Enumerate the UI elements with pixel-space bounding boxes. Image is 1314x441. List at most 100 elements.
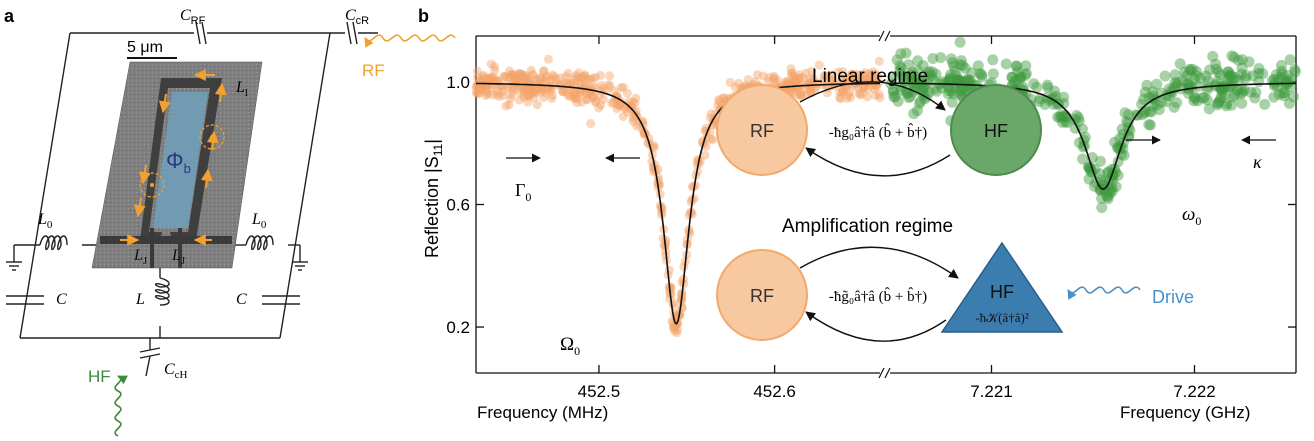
data-point [519,92,529,102]
data-point [539,93,549,103]
data-point [713,101,723,111]
data-point [520,74,530,84]
data-point [613,100,622,110]
data-point [517,70,526,80]
data-point [1116,123,1128,135]
data-point [689,194,699,204]
data-point [1104,184,1116,196]
data-point [786,64,796,74]
data-point [528,87,538,97]
data-point [527,83,537,93]
data-point [1202,75,1214,87]
data-point [887,84,899,96]
data-point [535,73,545,83]
data-point [558,86,568,96]
data-point [508,70,518,80]
data-point [486,59,496,69]
data-point [626,101,636,111]
data-point [615,100,625,110]
data-point [869,84,879,94]
data-point [1227,91,1239,103]
label-C-cR: CcR [345,7,369,27]
data-point [1117,128,1129,140]
data-point [1031,81,1043,93]
data-point [1283,98,1295,109]
data-point [558,87,568,97]
data-point [719,93,729,103]
data-point [1102,191,1114,203]
data-point [1144,106,1155,118]
data-point [1060,111,1072,123]
data-point [661,236,671,245]
data-point [1216,87,1228,99]
data-point [1238,84,1250,96]
data-point [1115,148,1127,160]
data-point [807,66,816,76]
data-point [1184,65,1196,77]
inductor-L0-right [245,235,274,251]
data-point [899,76,911,88]
data-point [1083,173,1095,185]
data-point [948,88,959,100]
data-point [952,74,964,86]
data-point [1187,63,1198,75]
data-point [1200,70,1212,82]
kerr-term: -ħ𝒦(â†â)² [975,310,1029,325]
data-point [846,93,856,103]
data-point [558,87,568,97]
data-point [1171,97,1183,109]
data-point [781,77,791,87]
data-point [1186,81,1198,93]
data-point [539,66,548,76]
data-point [808,73,818,83]
data-point [529,87,539,97]
data-point [474,88,484,98]
data-point [1119,107,1131,119]
circuit-wires [6,21,378,377]
data-point [686,197,696,207]
data-point [525,83,535,93]
data-point [514,72,524,82]
data-point [618,112,628,122]
data-point [508,70,518,80]
data-point [752,70,762,80]
data-point [809,79,819,89]
x-axis-label-right: Frequency (GHz) [1120,403,1250,422]
data-point [500,71,510,81]
data-point [482,74,492,84]
data-point [514,95,524,105]
data-point [1226,70,1238,82]
data-point [926,66,938,78]
data-point [858,83,868,93]
data-point [948,60,960,72]
data-point [810,85,820,95]
data-point [554,80,564,90]
data-point [706,109,716,119]
data-point [1160,96,1172,108]
data-point [691,180,701,190]
data-point [892,95,904,107]
data-point [922,67,934,79]
data-point [764,76,773,86]
data-point [974,68,986,79]
data-point [668,322,678,332]
data-point [1062,117,1073,128]
data-point [486,73,496,83]
data-point [715,96,724,106]
data-point [1054,111,1066,123]
label-C-RF: CRF [180,7,206,27]
data-point [961,73,973,85]
data-point [567,78,577,88]
inductor-L [154,277,170,306]
data-point [1280,79,1291,90]
data-point [1257,68,1269,80]
data-point [1249,92,1261,104]
data-point [949,65,961,77]
data-point [575,79,585,88]
data-point [654,179,664,189]
data-point [614,99,624,109]
data-point [1033,96,1045,107]
data-point [769,71,779,81]
data-point [952,74,964,86]
data-point [976,71,988,83]
